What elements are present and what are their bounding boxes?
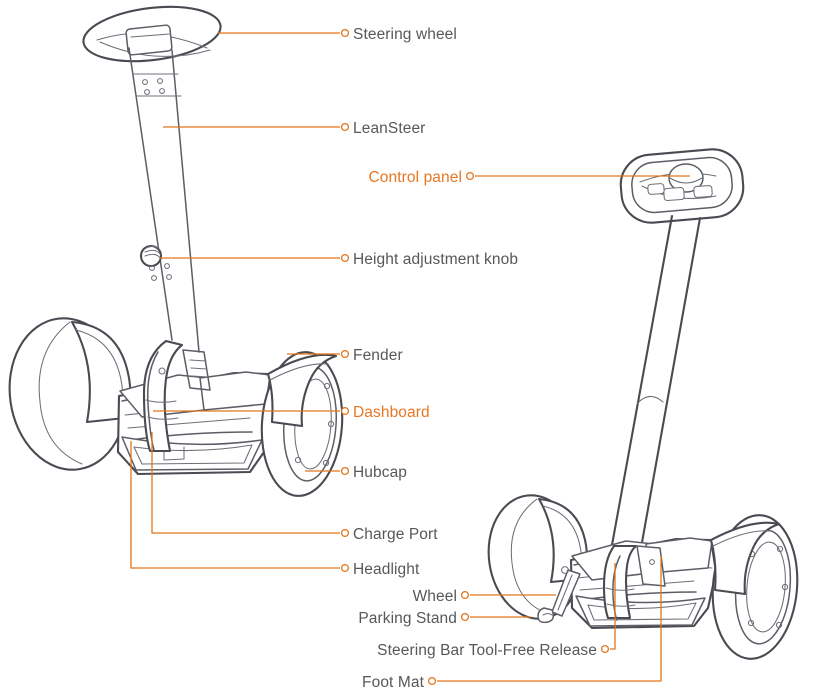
leansteer-column-right — [610, 214, 702, 550]
deck-chassis — [116, 371, 274, 476]
leansteer-column — [128, 47, 200, 353]
leader-tool-free — [610, 563, 616, 650]
callout-dot-control-panel — [465, 171, 475, 181]
callout-dot-dashboard — [340, 406, 350, 416]
label-tool-free: Steering Bar Tool-Free Release — [377, 642, 597, 659]
scooter-left-figure — [8, 5, 344, 497]
leader-charge-port — [151, 432, 340, 534]
callout-dot-hubcap — [340, 466, 350, 476]
callout-dots — [340, 28, 610, 686]
scooter-right-figure — [487, 148, 799, 660]
callout-dot-height-knob — [340, 253, 350, 263]
callout-dot-fender — [340, 349, 350, 359]
callout-labels: Steering wheel LeanSteer Control panel H… — [353, 26, 597, 691]
callout-dot-headlight — [340, 563, 350, 573]
tool-free-release-part — [602, 544, 666, 621]
label-fender: Fender — [353, 347, 403, 364]
fender-right-figure-near — [709, 521, 781, 596]
label-dashboard: Dashboard — [353, 404, 430, 421]
control-panel-part — [619, 148, 745, 224]
label-foot-mat: Foot Mat — [362, 674, 425, 691]
callout-dot-leansteer — [340, 122, 350, 132]
label-wheel: Wheel — [413, 588, 457, 605]
leader-headlight — [130, 441, 340, 569]
label-headlight: Headlight — [353, 561, 420, 578]
label-height-knob: Height adjustment knob — [353, 251, 518, 268]
label-control-panel: Control panel — [369, 169, 463, 186]
label-charge-port: Charge Port — [353, 526, 438, 543]
label-leansteer: LeanSteer — [353, 120, 425, 137]
label-steering-wheel: Steering wheel — [353, 26, 457, 43]
steering-wheel-part — [82, 5, 222, 63]
callout-dot-parking-stand — [460, 612, 470, 622]
callout-dot-steering-wheel — [340, 28, 350, 38]
callout-dot-foot-mat — [427, 676, 437, 686]
callout-dot-tool-free — [600, 644, 610, 654]
label-hubcap: Hubcap — [353, 464, 407, 481]
callout-dot-wheel — [460, 590, 470, 600]
height-adjustment-knob-part — [139, 244, 172, 281]
leader-foot-mat — [437, 556, 662, 682]
parking-stand-part — [537, 566, 581, 624]
leader-lines — [130, 32, 690, 682]
callout-dot-charge-port — [340, 528, 350, 538]
fender-right-near — [266, 353, 338, 428]
label-parking-stand: Parking Stand — [358, 610, 457, 627]
